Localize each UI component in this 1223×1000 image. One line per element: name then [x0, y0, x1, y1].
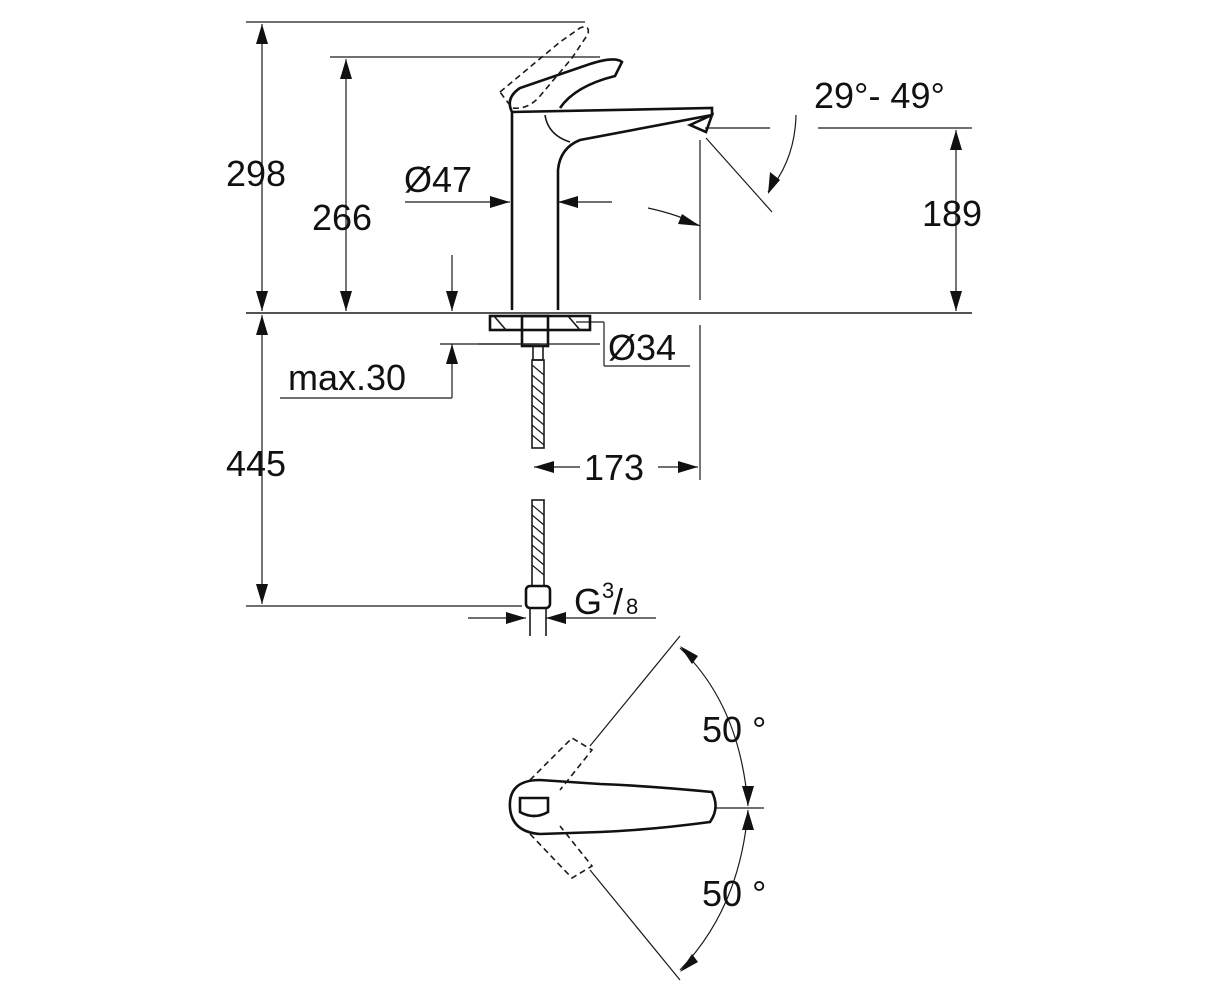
faucet-top-view: [508, 635, 764, 981]
reference-lines: [246, 21, 972, 607]
label-rotation-down: 50 °: [702, 873, 766, 914]
dimension-labels: 298 266 Ø47 29°- 49° 189 max.30 Ø34 445 …: [226, 75, 982, 914]
label-outlet-height: 189: [922, 193, 982, 234]
label-hose-length: 445: [226, 443, 286, 484]
label-connection: G: [574, 581, 602, 622]
label-connection-numerator: 3: [602, 578, 614, 603]
label-rotation-up: 50 °: [702, 709, 766, 750]
label-hole-diameter: Ø34: [608, 327, 676, 368]
label-outlet-angle: 29°- 49°: [814, 75, 945, 116]
label-max-deck: max.30: [288, 357, 406, 398]
supply-hose: [524, 359, 552, 636]
label-connection-denominator: 8: [626, 594, 638, 619]
label-total-height: 298: [226, 153, 286, 194]
faucet-side-view: [498, 26, 715, 310]
label-spout-reach: 173: [584, 447, 644, 488]
label-body-diameter: Ø47: [404, 159, 472, 200]
label-spout-height: 266: [312, 197, 372, 238]
label-connection-slash: /: [613, 581, 623, 622]
